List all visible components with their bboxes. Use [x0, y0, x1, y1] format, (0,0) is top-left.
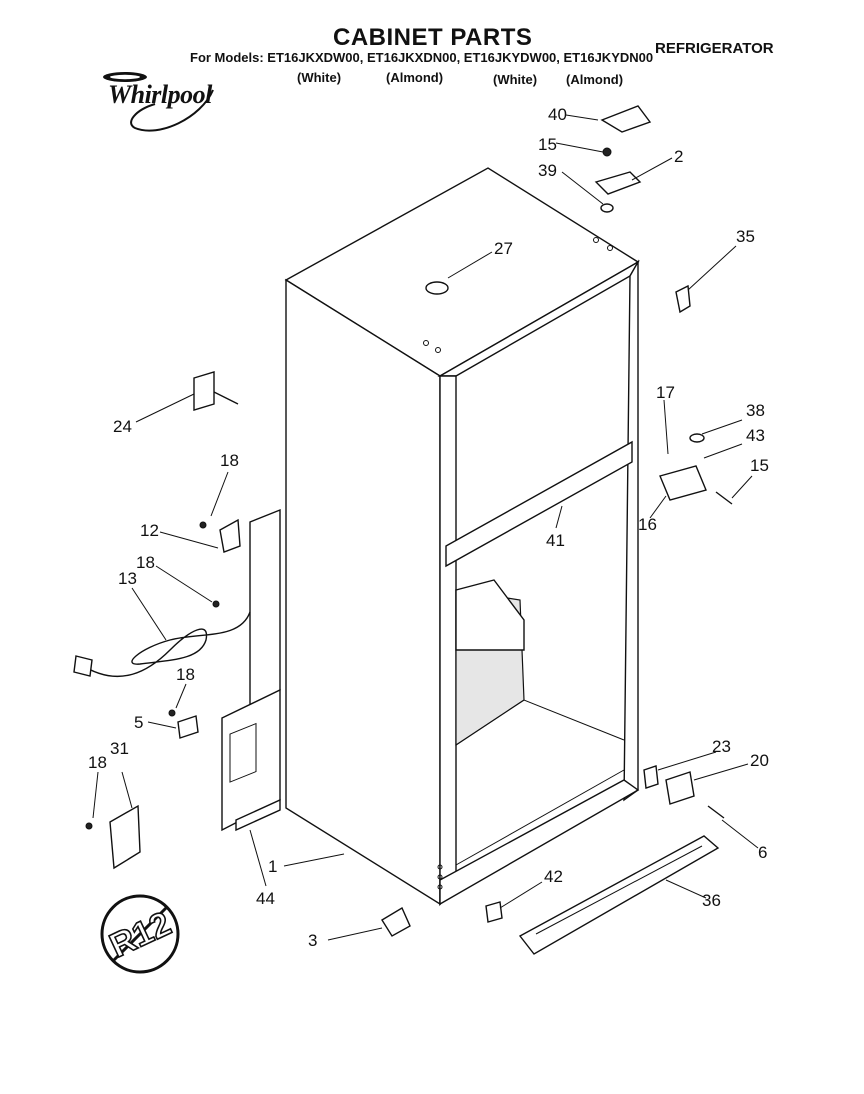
model-variant: (White)	[493, 72, 538, 87]
part-39-bushing	[600, 203, 614, 213]
part-18-screw	[168, 709, 176, 717]
model-list: For Models: ET16JKXDW00, ET16JKXDN00, ET…	[190, 50, 654, 65]
part-18-screw	[85, 822, 93, 830]
callout-43: 43	[746, 426, 765, 445]
callout-23: 23	[712, 737, 731, 756]
callout-18: 18	[136, 553, 155, 572]
callout-16: 16	[638, 515, 657, 534]
callout-42: 42	[544, 867, 563, 886]
part-20-bracket	[665, 771, 695, 805]
callout-1: 1	[268, 857, 277, 876]
part-2-hinge	[594, 171, 642, 195]
part-31-cover	[109, 804, 141, 870]
part-18-screw	[199, 521, 207, 529]
callout-3: 3	[308, 931, 317, 950]
callout-44: 44	[256, 889, 275, 908]
brand-logo-swoosh	[103, 72, 214, 132]
callout-38: 38	[746, 401, 765, 420]
cabinet	[221, 167, 640, 907]
part-38-washer	[689, 433, 705, 443]
part-16-hinge	[659, 465, 707, 501]
model-variant: (White)	[297, 70, 342, 85]
leader-lines	[92, 114, 759, 941]
callout-35: 35	[736, 227, 755, 246]
part-42-clip	[485, 901, 503, 923]
header-title: CABINET PARTS	[333, 24, 533, 51]
callout-31: 31	[110, 739, 129, 758]
callout-15: 15	[538, 135, 557, 154]
callout-13: 13	[118, 569, 137, 588]
callout-40: 40	[548, 105, 567, 124]
part-13-power-cord	[79, 611, 251, 678]
callout-18: 18	[176, 665, 195, 684]
model-variant: (Almond)	[386, 70, 444, 85]
appliance-type: REFRIGERATOR	[655, 40, 774, 57]
part-24-bulb	[213, 391, 239, 405]
callout-18: 18	[220, 451, 239, 470]
callout-39: 39	[538, 161, 557, 180]
model-variant: (Almond)	[566, 72, 624, 87]
part-23-bracket	[643, 765, 659, 789]
part-12-bracket	[219, 518, 241, 553]
part-24-light-socket	[193, 371, 215, 411]
callout-36: 36	[702, 891, 721, 910]
callout-5: 5	[134, 713, 143, 732]
callout-12: 12	[140, 521, 159, 540]
part-13-plug	[73, 655, 93, 677]
callout-15: 15	[750, 456, 769, 475]
callout-6: 6	[758, 843, 767, 862]
part-18-screw	[212, 600, 220, 608]
callout-41: 41	[546, 531, 565, 550]
part-15-screw-lower	[715, 491, 733, 505]
callout-27: 27	[494, 239, 513, 258]
callout-17: 17	[656, 383, 675, 402]
brand-logo: Whirlpool	[108, 80, 212, 109]
r12-symbol: R12	[100, 894, 180, 974]
part-5-clip	[177, 715, 199, 739]
part-36-grille	[518, 835, 720, 955]
part-35-cap	[675, 284, 691, 314]
small-parts	[73, 105, 733, 955]
part-36-grille-slot	[535, 845, 703, 935]
callout-18: 18	[88, 753, 107, 772]
callout-20: 20	[750, 751, 769, 770]
part-15-screw	[602, 147, 612, 157]
part-3-fitting	[381, 906, 411, 937]
part-27-plug	[425, 281, 449, 295]
callout-24: 24	[113, 417, 132, 436]
callout-2: 2	[674, 147, 683, 166]
part-6-screw	[707, 805, 725, 819]
part-40-cover	[600, 105, 652, 133]
